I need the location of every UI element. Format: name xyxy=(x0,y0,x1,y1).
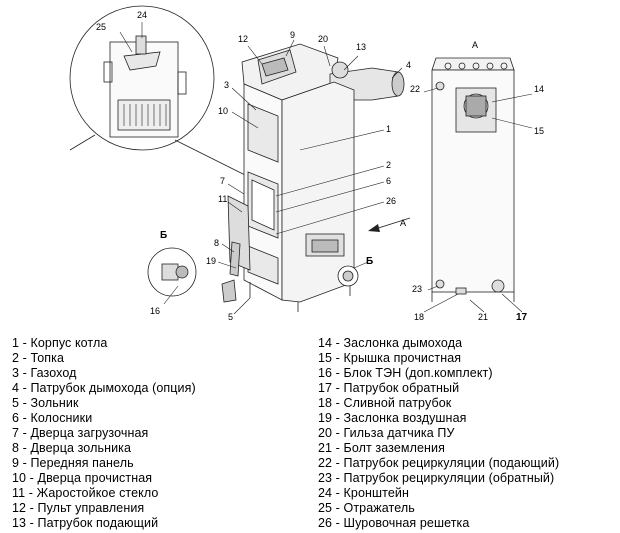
callout-25: 25 xyxy=(96,22,106,32)
legend-item: 11 - Жаростойкое стекло xyxy=(12,486,159,500)
legend-item: 16 - Блок ТЭН (доп.комплект) xyxy=(318,366,493,380)
callout-24: 24 xyxy=(137,10,147,20)
callout-10: 10 xyxy=(218,106,228,116)
callout-19: 19 xyxy=(206,256,216,266)
legend-item: 26 - Шуровочная решетка xyxy=(318,516,470,530)
legend-item: 17 - Патрубок обратный xyxy=(318,381,460,395)
legend-item: 13 - Патрубок подающий xyxy=(12,516,159,530)
legend-item: 2 - Топка xyxy=(12,351,65,365)
callout-11: 11 xyxy=(218,194,227,204)
callout-5: 5 xyxy=(228,312,233,322)
callout-13: 13 xyxy=(356,42,366,52)
legend-item: 1 - Корпус котла xyxy=(12,336,108,350)
detail-b-title: Б xyxy=(160,230,167,241)
boiler-diagram: 25 24 xyxy=(69,5,544,323)
callout-14: 14 xyxy=(534,84,544,94)
legend-item: 25 - Отражатель xyxy=(318,501,415,515)
callout-15: 15 xyxy=(534,126,544,136)
callout-16: 16 xyxy=(150,306,160,316)
callout-3: 3 xyxy=(224,80,229,90)
callout-21: 21 xyxy=(478,312,488,322)
detail-b-mark: Б xyxy=(366,256,373,267)
callout-22: 22 xyxy=(410,84,420,94)
callout-18: 18 xyxy=(414,312,424,322)
view-a-arrow-label: А xyxy=(400,218,406,228)
legend-item: 23 - Патрубок рециркуляции (обратный) xyxy=(318,471,555,485)
legend-item: 4 - Патрубок дымохода (опция) xyxy=(12,381,196,395)
callout-26: 26 xyxy=(386,196,396,206)
callout-1: 1 xyxy=(386,124,391,134)
view-a-title: А xyxy=(472,40,478,50)
legend-item: 20 - Гильза датчика ПУ xyxy=(318,426,455,440)
rear-top-fittings xyxy=(444,62,508,70)
legend-item: 3 - Газоход xyxy=(12,366,77,380)
legend-item: 6 - Колосники xyxy=(12,411,93,425)
legend-item: 24 - Кронштейн xyxy=(318,486,409,500)
callout-6: 6 xyxy=(386,176,391,186)
callout-2: 2 xyxy=(386,160,391,170)
legend-item: 8 - Дверца зольника xyxy=(12,441,132,455)
callout-17: 17 xyxy=(516,312,528,323)
callout-20: 20 xyxy=(318,34,328,44)
callout-23: 23 xyxy=(412,284,422,294)
callout-7: 7 xyxy=(220,176,225,186)
legend-right-column: 14 - Заслонка дымохода 15 - Крышка прочи… xyxy=(318,336,559,531)
boiler-rear-view xyxy=(423,57,533,313)
legend-item: 7 - Дверца загрузочная xyxy=(12,426,149,440)
callout-9: 9 xyxy=(290,30,295,40)
legend-item: 5 - Зольник xyxy=(12,396,79,410)
detail-b-view xyxy=(147,247,197,305)
legend-item: 14 - Заслонка дымохода xyxy=(318,336,463,350)
boiler-front-view xyxy=(217,39,405,315)
callout-8: 8 xyxy=(214,238,219,248)
view-a-arrow xyxy=(368,217,411,232)
legend-item: 12 - Пульт управления xyxy=(12,501,145,515)
grate-bars xyxy=(123,104,167,126)
legend-left-column: 1 - Корпус котла 2 - Топка 3 - Газоход 4… xyxy=(12,336,196,531)
legend-item: 9 - Передняя панель xyxy=(12,456,134,470)
legend-item: 21 - Болт заземления xyxy=(318,441,445,455)
legend-item: 19 - Заслонка воздушная xyxy=(318,411,467,425)
inset-detail-view xyxy=(69,5,246,176)
legend-item: 10 - Дверца прочистная xyxy=(12,471,153,485)
callout-4: 4 xyxy=(406,60,411,70)
legend-item: 18 - Сливной патрубок xyxy=(318,396,452,410)
legend-item: 22 - Патрубок рециркуляции (подающий) xyxy=(318,456,560,470)
callout-12: 12 xyxy=(238,34,248,44)
legend-item: 15 - Крышка прочистная xyxy=(318,351,462,365)
